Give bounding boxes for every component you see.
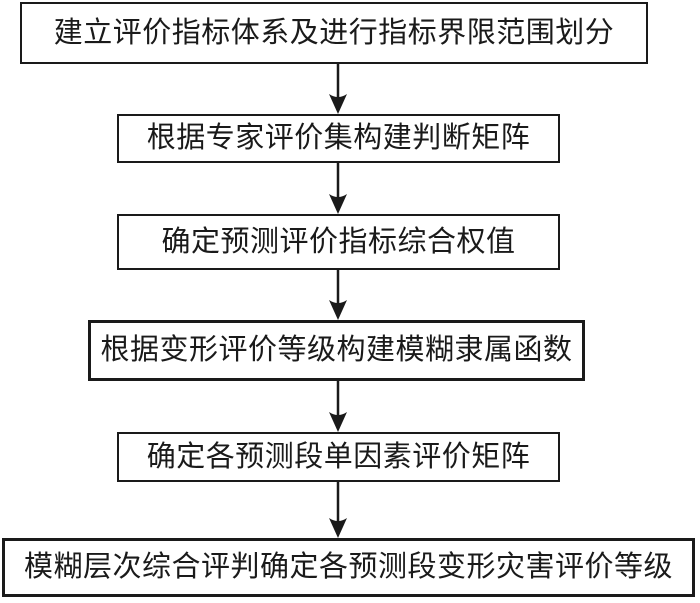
flowchart-step-4: 根据变形评价等级构建模糊隶属函数	[88, 320, 585, 381]
flowchart-step-1: 建立评价指标体系及进行指标界限范围划分	[20, 2, 648, 64]
flowchart-step-2: 根据专家评价集构建判断矩阵	[117, 114, 560, 163]
down-arrow-icon	[329, 482, 347, 538]
flowchart-step-5: 确定各预测段单因素评价矩阵	[117, 432, 560, 482]
flowchart-step-6: 模糊层次综合评判确定各预测段变形灾害评价等级	[2, 538, 695, 597]
flowchart-step-4-label: 根据变形评价等级构建模糊隶属函数	[100, 334, 573, 366]
flowchart-step-1-label: 建立评价指标体系及进行指标界限范围划分	[53, 16, 615, 49]
down-arrow-icon	[329, 270, 347, 320]
flowchart-step-6-label: 模糊层次综合评判确定各预测段变形灾害评价等级	[23, 551, 673, 583]
down-arrow-icon	[329, 381, 347, 432]
down-arrow-icon	[329, 64, 347, 114]
flowchart-step-3-label: 确定预测评价指标综合权值	[161, 225, 516, 258]
down-arrow-icon	[329, 163, 347, 214]
flowchart-step-2-label: 根据专家评价集构建判断矩阵	[146, 122, 531, 154]
flowchart-step-3: 确定预测评价指标综合权值	[117, 214, 560, 270]
flowchart-step-5-label: 确定各预测段单因素评价矩阵	[146, 440, 531, 473]
